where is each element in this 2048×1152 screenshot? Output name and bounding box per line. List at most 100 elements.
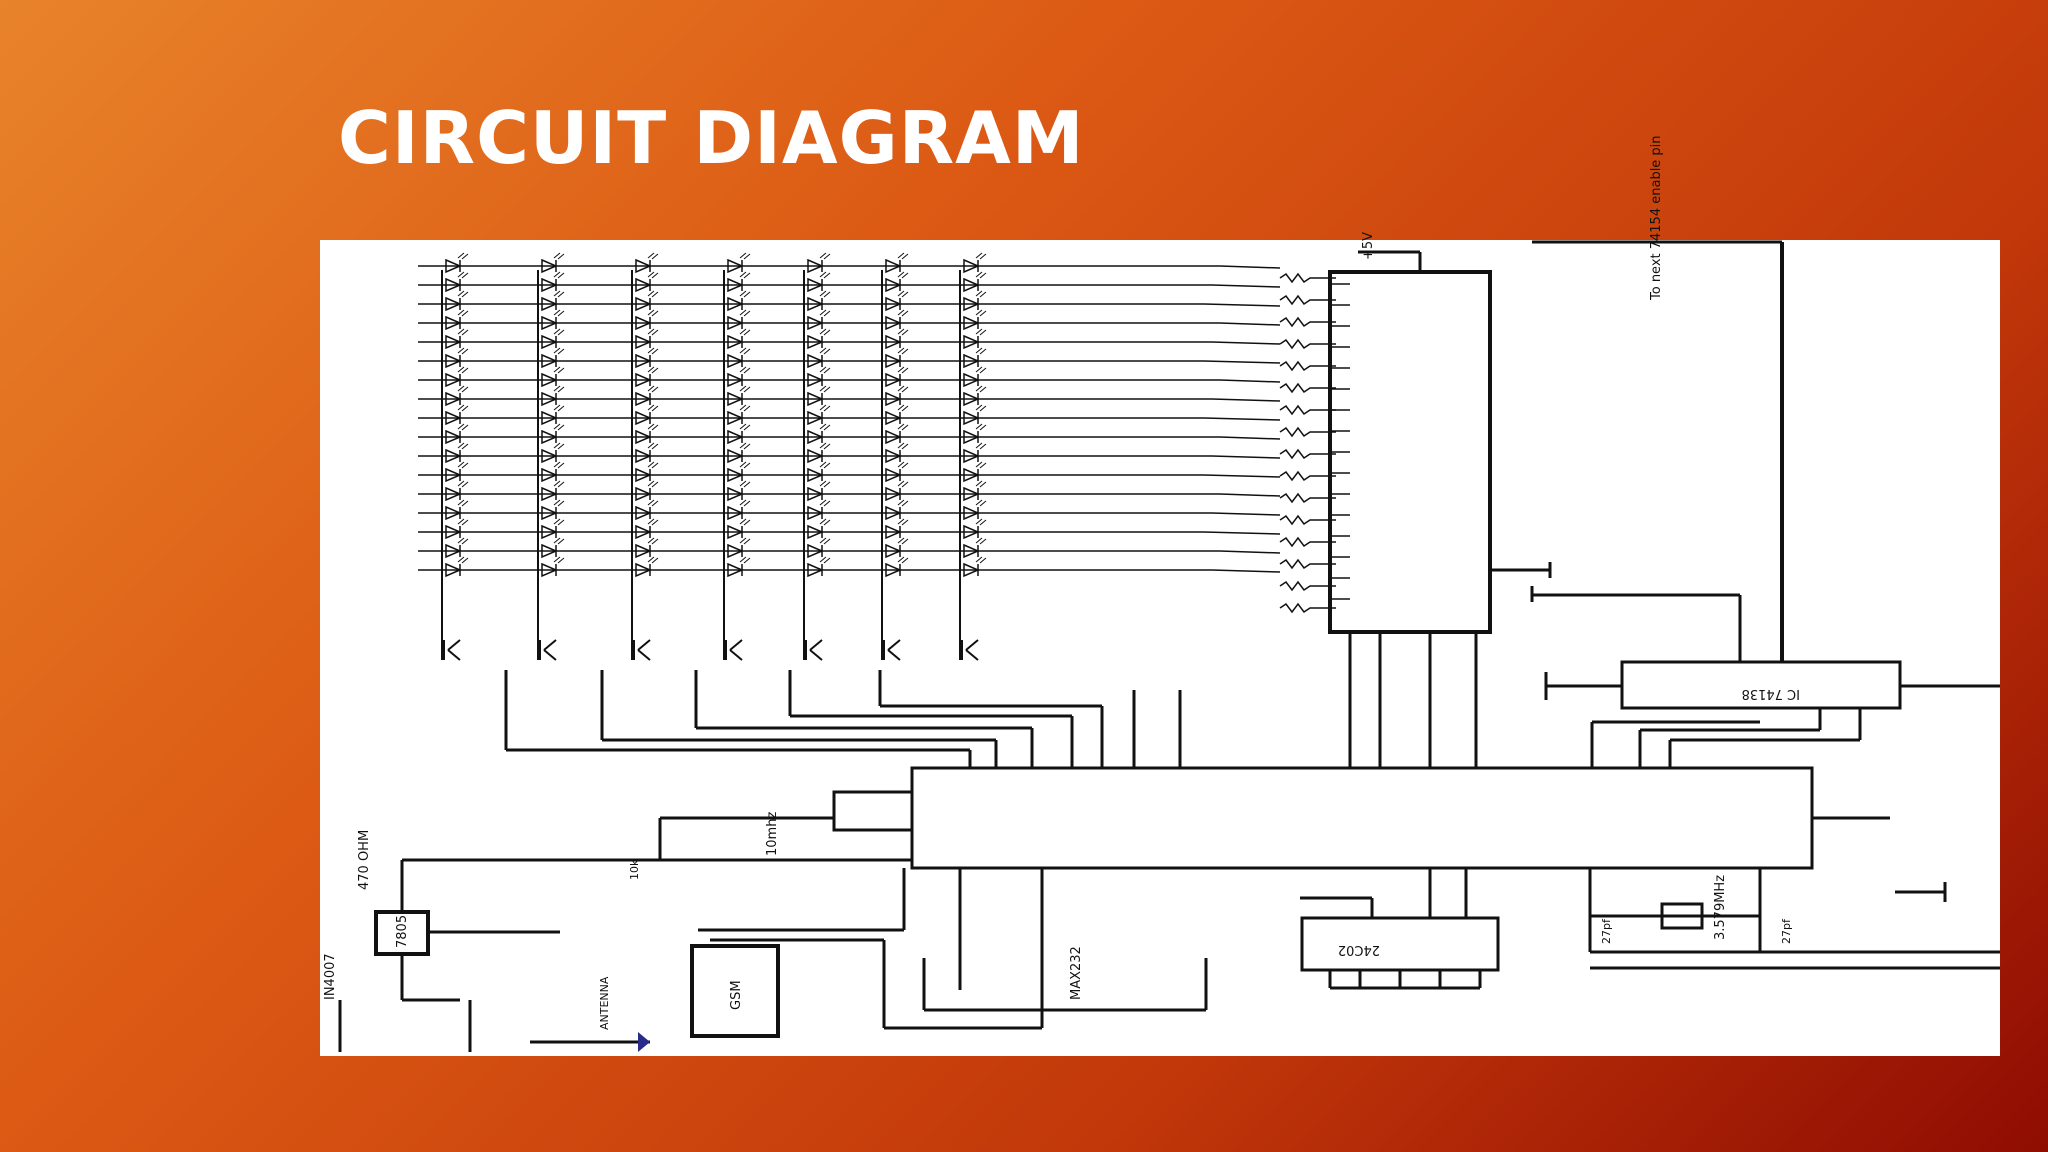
led-icon xyxy=(727,277,744,293)
led-ray-icon xyxy=(647,499,659,507)
led-icon xyxy=(541,429,558,445)
matrix-wire xyxy=(1219,550,1281,554)
led-icon xyxy=(807,448,824,464)
label-7805: 7805 xyxy=(395,915,410,948)
led-icon xyxy=(635,410,652,426)
led-ray-icon xyxy=(553,290,565,298)
led-ray-icon xyxy=(457,461,469,469)
led-ray-icon xyxy=(975,480,987,488)
led-ray-icon xyxy=(897,423,909,431)
led-icon xyxy=(635,543,652,559)
led-ray-icon xyxy=(739,271,751,279)
label-10mhz: 10mhz xyxy=(765,812,780,856)
matrix-wire xyxy=(1203,474,1281,478)
led-ray-icon xyxy=(457,309,469,317)
led-icon xyxy=(635,505,652,521)
led-ray-icon xyxy=(975,366,987,374)
led-icon xyxy=(963,410,980,426)
led-ray-icon xyxy=(553,385,565,393)
led-icon xyxy=(885,277,902,293)
led-icon xyxy=(963,315,980,331)
led-ray-icon xyxy=(553,461,565,469)
led-icon xyxy=(445,258,462,274)
label-27pf-b: 27pf xyxy=(1780,918,1793,944)
led-icon xyxy=(885,334,902,350)
led-ray-icon xyxy=(897,271,909,279)
led-ray-icon xyxy=(975,537,987,545)
led-icon xyxy=(635,334,652,350)
led-icon xyxy=(727,429,744,445)
led-ray-icon xyxy=(975,556,987,564)
resistor-icon xyxy=(1279,470,1336,482)
label-24c02: 24C02 xyxy=(1338,942,1380,957)
led-ray-icon xyxy=(739,423,751,431)
led-icon xyxy=(727,524,744,540)
matrix-wire xyxy=(1211,512,1281,516)
matrix-wire xyxy=(1211,455,1281,459)
led-icon xyxy=(445,372,462,388)
led-icon xyxy=(541,391,558,407)
led-ray-icon xyxy=(739,366,751,374)
led-ray-icon xyxy=(647,347,659,355)
led-icon xyxy=(635,296,652,312)
led-icon xyxy=(963,334,980,350)
led-ray-icon xyxy=(457,404,469,412)
label-74138: IC 74138 xyxy=(1742,686,1800,701)
led-icon xyxy=(445,448,462,464)
led-ray-icon xyxy=(819,480,831,488)
led-icon xyxy=(445,277,462,293)
led-ray-icon xyxy=(457,518,469,526)
led-ray-icon xyxy=(897,290,909,298)
led-icon xyxy=(727,562,744,578)
led-icon xyxy=(963,258,980,274)
led-ray-icon xyxy=(457,271,469,279)
led-icon xyxy=(445,391,462,407)
led-ray-icon xyxy=(897,347,909,355)
matrix-wire xyxy=(1219,493,1281,497)
led-icon xyxy=(963,524,980,540)
led-ray-icon xyxy=(897,556,909,564)
led-icon xyxy=(445,296,462,312)
resistor-icon xyxy=(1279,360,1336,372)
led-ray-icon xyxy=(897,480,909,488)
label-gsm: GSM xyxy=(729,980,744,1010)
resistor-icon xyxy=(1279,294,1336,306)
led-ray-icon xyxy=(457,385,469,393)
resistor-icon xyxy=(1279,272,1336,284)
led-ray-icon xyxy=(553,442,565,450)
led-ray-icon xyxy=(819,537,831,545)
led-icon xyxy=(445,315,462,331)
led-ray-icon xyxy=(975,385,987,393)
led-icon xyxy=(635,467,652,483)
led-icon xyxy=(445,467,462,483)
led-icon xyxy=(727,410,744,426)
led-ray-icon xyxy=(647,271,659,279)
led-ray-icon xyxy=(739,480,751,488)
led-ray-icon xyxy=(897,309,909,317)
led-ray-icon xyxy=(975,290,987,298)
led-icon xyxy=(445,524,462,540)
led-icon xyxy=(807,334,824,350)
transistor-icon xyxy=(961,639,979,661)
led-icon xyxy=(635,277,652,293)
led-ray-icon xyxy=(553,518,565,526)
led-icon xyxy=(885,524,902,540)
label-10k: 10k xyxy=(628,859,641,880)
circuit-schematic: To next 74154 enable pin IC 74138 +5V 78… xyxy=(323,135,2000,1052)
led-ray-icon xyxy=(647,461,659,469)
led-icon xyxy=(541,524,558,540)
matrix-wire xyxy=(1203,531,1281,535)
matrix-wire xyxy=(1211,341,1281,345)
led-ray-icon xyxy=(553,499,565,507)
led-ray-icon xyxy=(739,518,751,526)
led-icon xyxy=(963,353,980,369)
led-ray-icon xyxy=(553,309,565,317)
led-ray-icon xyxy=(897,366,909,374)
led-icon xyxy=(963,467,980,483)
led-icon xyxy=(807,410,824,426)
led-ray-icon xyxy=(739,537,751,545)
resistor-icon xyxy=(1279,448,1336,460)
led-ray-icon xyxy=(739,309,751,317)
led-ray-icon xyxy=(647,385,659,393)
led-ray-icon xyxy=(647,252,659,260)
